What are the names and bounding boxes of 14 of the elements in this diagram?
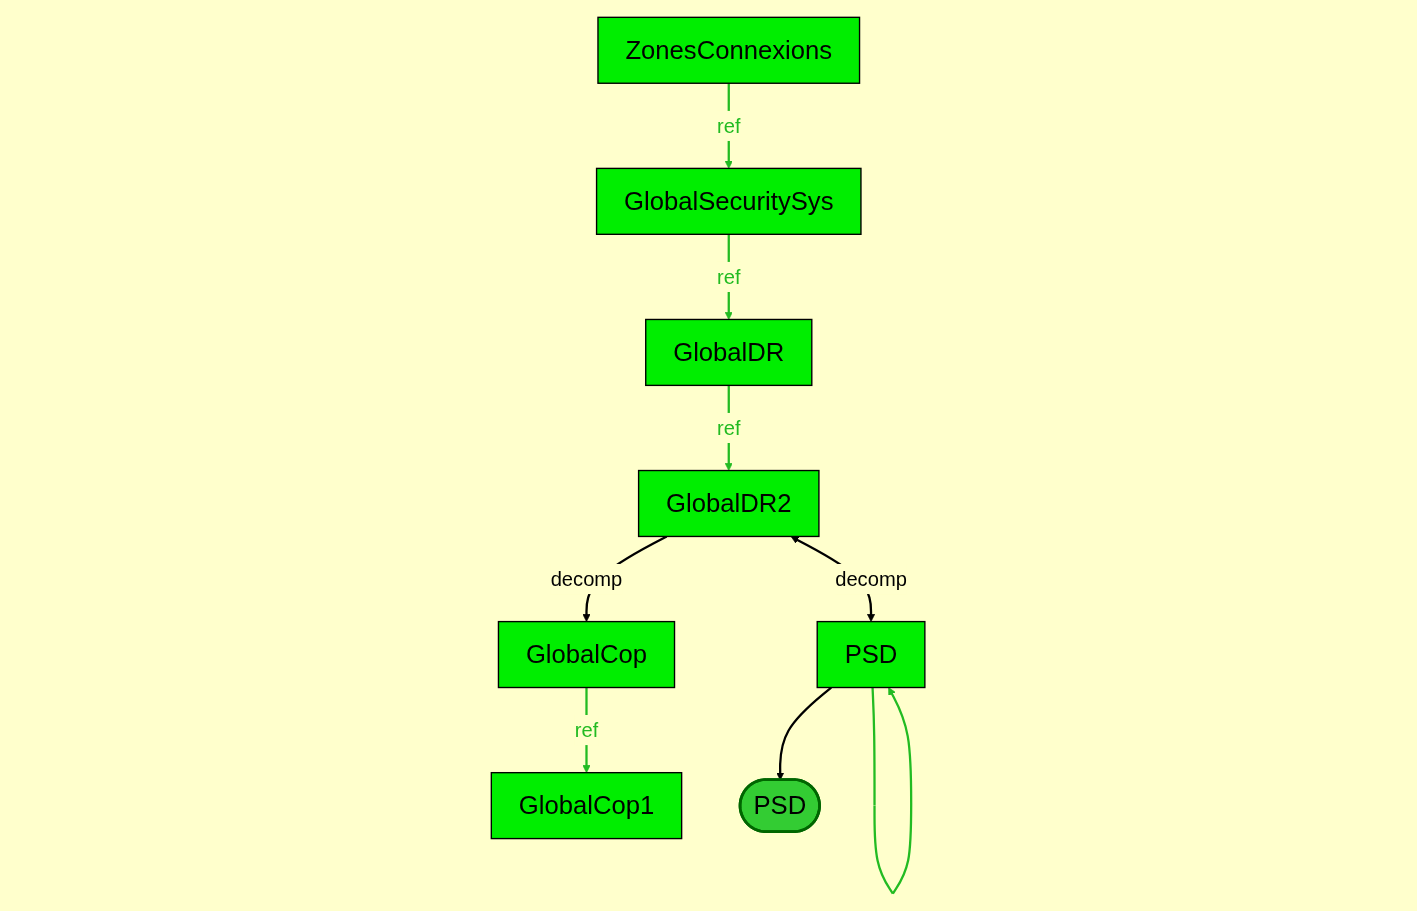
edge-label: ref	[575, 718, 599, 742]
edge-label: ref	[717, 114, 741, 138]
arrow	[871, 687, 913, 895]
edge-label: decomp	[551, 567, 623, 591]
node-box: ZonesConnexions	[597, 16, 861, 84]
node-box: GlobalDR	[645, 318, 813, 387]
edge-label: decomp	[835, 567, 908, 591]
node-box: PSD	[816, 620, 926, 689]
node-box: GlobalCop	[498, 620, 676, 689]
edge-label: ref	[717, 265, 741, 289]
edge-label: ref	[717, 416, 741, 440]
node-box: GlobalCop1	[491, 772, 683, 840]
node-box: GlobalDR2	[638, 469, 820, 538]
node-box: GlobalSecuritySys	[596, 167, 863, 235]
